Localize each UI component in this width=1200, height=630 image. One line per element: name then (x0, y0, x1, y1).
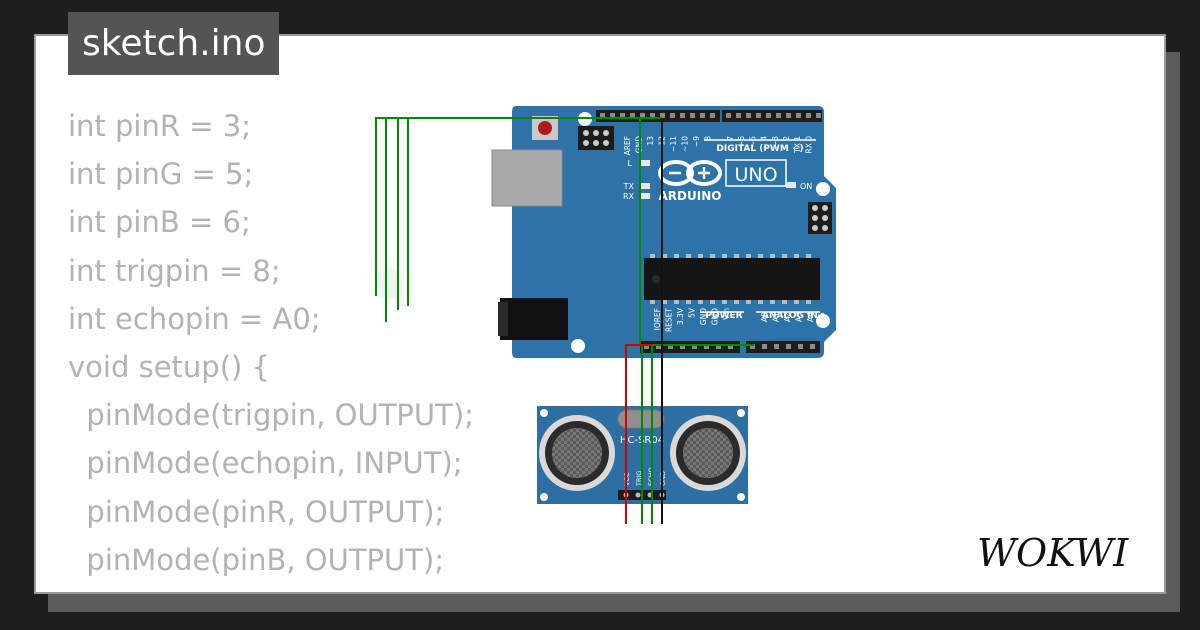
power-pin-label: IOREF (653, 308, 662, 330)
digital-pin-label: 7 (726, 136, 735, 141)
digital-pin-label: ~10 (681, 136, 690, 152)
power-pin-label: 3.3V (676, 307, 685, 325)
code-line: int pinR = 3; (68, 109, 251, 143)
digital-label: DIGITAL (PWM ~) (716, 144, 803, 154)
code-line: pinMode(pinG, OUTPUT); (68, 584, 474, 592)
code-line: pinMode(echopin, INPUT); (68, 446, 463, 481)
code-line: int echopin = A0; (68, 301, 321, 336)
arduino-model: UNO (734, 164, 777, 186)
analog-pin-label: A2 (783, 312, 792, 322)
rx-led (640, 193, 650, 199)
power-pin-label: 5V (688, 307, 697, 318)
digital-pin-label: RX 0 (804, 136, 813, 154)
digital-pin-label: TX 1 (793, 136, 802, 154)
analog-pin-label: A5 (818, 312, 827, 322)
digital-pin-label: ~9 (692, 136, 701, 147)
usb-connector (491, 149, 563, 207)
wokwi-logo[interactable]: WOKWI (975, 528, 1151, 578)
power-pin-label: Vin (722, 308, 731, 320)
tx-led-label: TX (623, 182, 635, 191)
ultrasonic-transducer-left (539, 415, 615, 491)
arduino-brand: ARDUINO (659, 189, 722, 203)
icsp-header-2 (808, 202, 832, 234)
analog-header[interactable] (746, 341, 820, 353)
mounting-hole (816, 182, 830, 196)
bottom-header-pins (644, 344, 815, 349)
analog-pin-label: A0 (760, 312, 769, 322)
l-led-label: L (628, 159, 633, 168)
sensor-pin-label: TRIG (635, 471, 643, 487)
ultrasonic-transducer-right (670, 415, 746, 491)
code-line: pinMode(pinB, OUTPUT); (68, 542, 445, 577)
power-pin-label: GND (699, 308, 708, 325)
on-led (786, 182, 796, 188)
power-label: POWER (705, 311, 742, 321)
digital-pin-label: 4 (760, 136, 769, 141)
atmega-chip (644, 254, 820, 304)
digital-pin-label: 8 (704, 136, 713, 141)
digital-pin-label: ~11 (669, 136, 678, 152)
file-tab[interactable]: sketch.ino (68, 12, 280, 75)
digital-pin-label: ~5 (748, 136, 757, 147)
l-led (640, 160, 650, 166)
digital-pin-label: AREF (623, 136, 632, 155)
digital-pin-label: ~6 (737, 136, 746, 147)
mounting-hole (816, 314, 830, 328)
reset-button-cap[interactable] (538, 121, 552, 135)
wire-vcc (625, 344, 652, 524)
code-preview: int pinR = 3; int pinG = 5; int pinB = 6; i… (68, 102, 474, 592)
wires (375, 117, 754, 524)
analog-pin-label: A1 (772, 312, 781, 322)
code-line: pinMode(pinR, OUTPUT); (68, 494, 445, 529)
digital-pin-label: 13 (646, 136, 655, 146)
analog-label: ANALOG IN (762, 311, 818, 321)
on-led-label: ON (800, 182, 812, 191)
power-header[interactable] (640, 341, 740, 353)
digital-header-pins (600, 113, 821, 118)
analog-pin-label: A4 (806, 312, 815, 322)
digital-pin-label: 2 (782, 136, 791, 141)
wokwi-logo-text: WOKWI (977, 531, 1129, 575)
mounting-hole (571, 339, 585, 353)
code-line: int pinB = 6; (68, 205, 251, 240)
analog-pin-label: A3 (795, 312, 804, 322)
power-jack (500, 298, 568, 340)
digital-pin-label: ~3 (771, 136, 780, 147)
wire-led-1 (375, 117, 662, 296)
code-line: int trigpin = 8; (68, 253, 281, 288)
arduino-logo (658, 160, 722, 186)
code-line: int pinG = 5; (68, 157, 254, 192)
rx-led-label: RX (623, 192, 635, 201)
icsp-header (578, 126, 614, 150)
code-line: void setup() { (68, 349, 270, 384)
code-line: pinMode(trigpin, OUTPUT); (68, 398, 474, 433)
tx-led (640, 183, 650, 189)
power-pin-label: GND (711, 308, 720, 325)
rgb-led[interactable] (378, 268, 402, 298)
power-pin-label: RESET (665, 308, 674, 332)
